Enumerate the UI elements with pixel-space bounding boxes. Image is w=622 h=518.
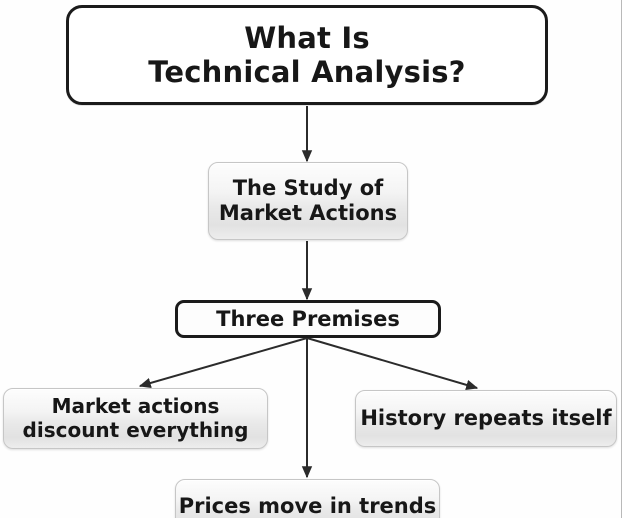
node-prices-move-in-trends: Prices move in trends [175, 479, 440, 518]
node-history-label: History repeats itself [360, 406, 612, 431]
node-what-is-technical-analysis: What Is Technical Analysis? [66, 5, 548, 105]
edge-premises-to-discount [138, 337, 308, 389]
node-premises-label: Three Premises [216, 306, 400, 331]
node-discount-label: Market actions discount everything [22, 393, 249, 442]
node-three-premises: Three Premises [175, 300, 441, 338]
edge-premises-to-history [306, 337, 479, 390]
node-root-label: What Is Technical Analysis? [148, 20, 466, 89]
node-market-actions-discount-everything: Market actions discount everything [3, 388, 268, 449]
node-history-repeats-itself: History repeats itself [355, 390, 617, 447]
node-study-of-market-actions: The Study of Market Actions [208, 162, 408, 240]
node-study-label: The Study of Market Actions [218, 176, 398, 225]
node-trends-label: Prices move in trends [178, 494, 437, 518]
